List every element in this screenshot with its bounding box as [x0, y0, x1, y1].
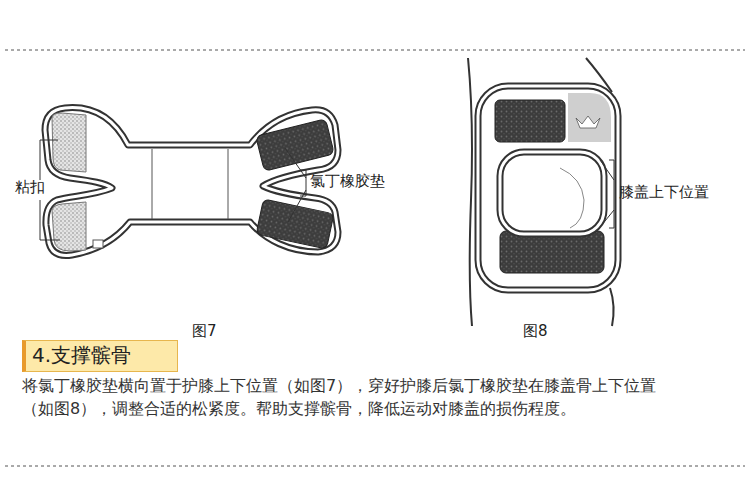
velcro-patch — [52, 202, 86, 251]
heading-text: 4.支撑髌骨 — [32, 343, 131, 367]
velcro-patch — [52, 113, 86, 172]
dashed-rule — [5, 50, 745, 51]
section-heading: 4.支撑髌骨 — [22, 340, 178, 372]
leader-line — [40, 140, 306, 240]
neoprene-pad — [256, 119, 335, 171]
dashed-rule — [5, 466, 745, 467]
figure-caption: 图8 — [523, 322, 548, 340]
neoprene-pad — [256, 199, 334, 249]
neoprene-pad — [495, 100, 565, 142]
logo — [576, 116, 600, 128]
part-label: 粘扣 — [15, 178, 45, 196]
knee-pad-flat — [45, 108, 338, 256]
leader-line — [596, 160, 614, 232]
knee-with-pad — [468, 58, 618, 326]
figure-caption: 图7 — [192, 322, 217, 340]
part-label: 膝盖上下位置 — [619, 183, 709, 201]
body-text: 将氯丁橡胶垫横向置于护膝上下位置（如图7），穿好护膝后氯丁橡胶垫在膝盖骨上下位置… — [22, 374, 682, 420]
part-label: 氯丁橡胶垫 — [310, 172, 385, 190]
